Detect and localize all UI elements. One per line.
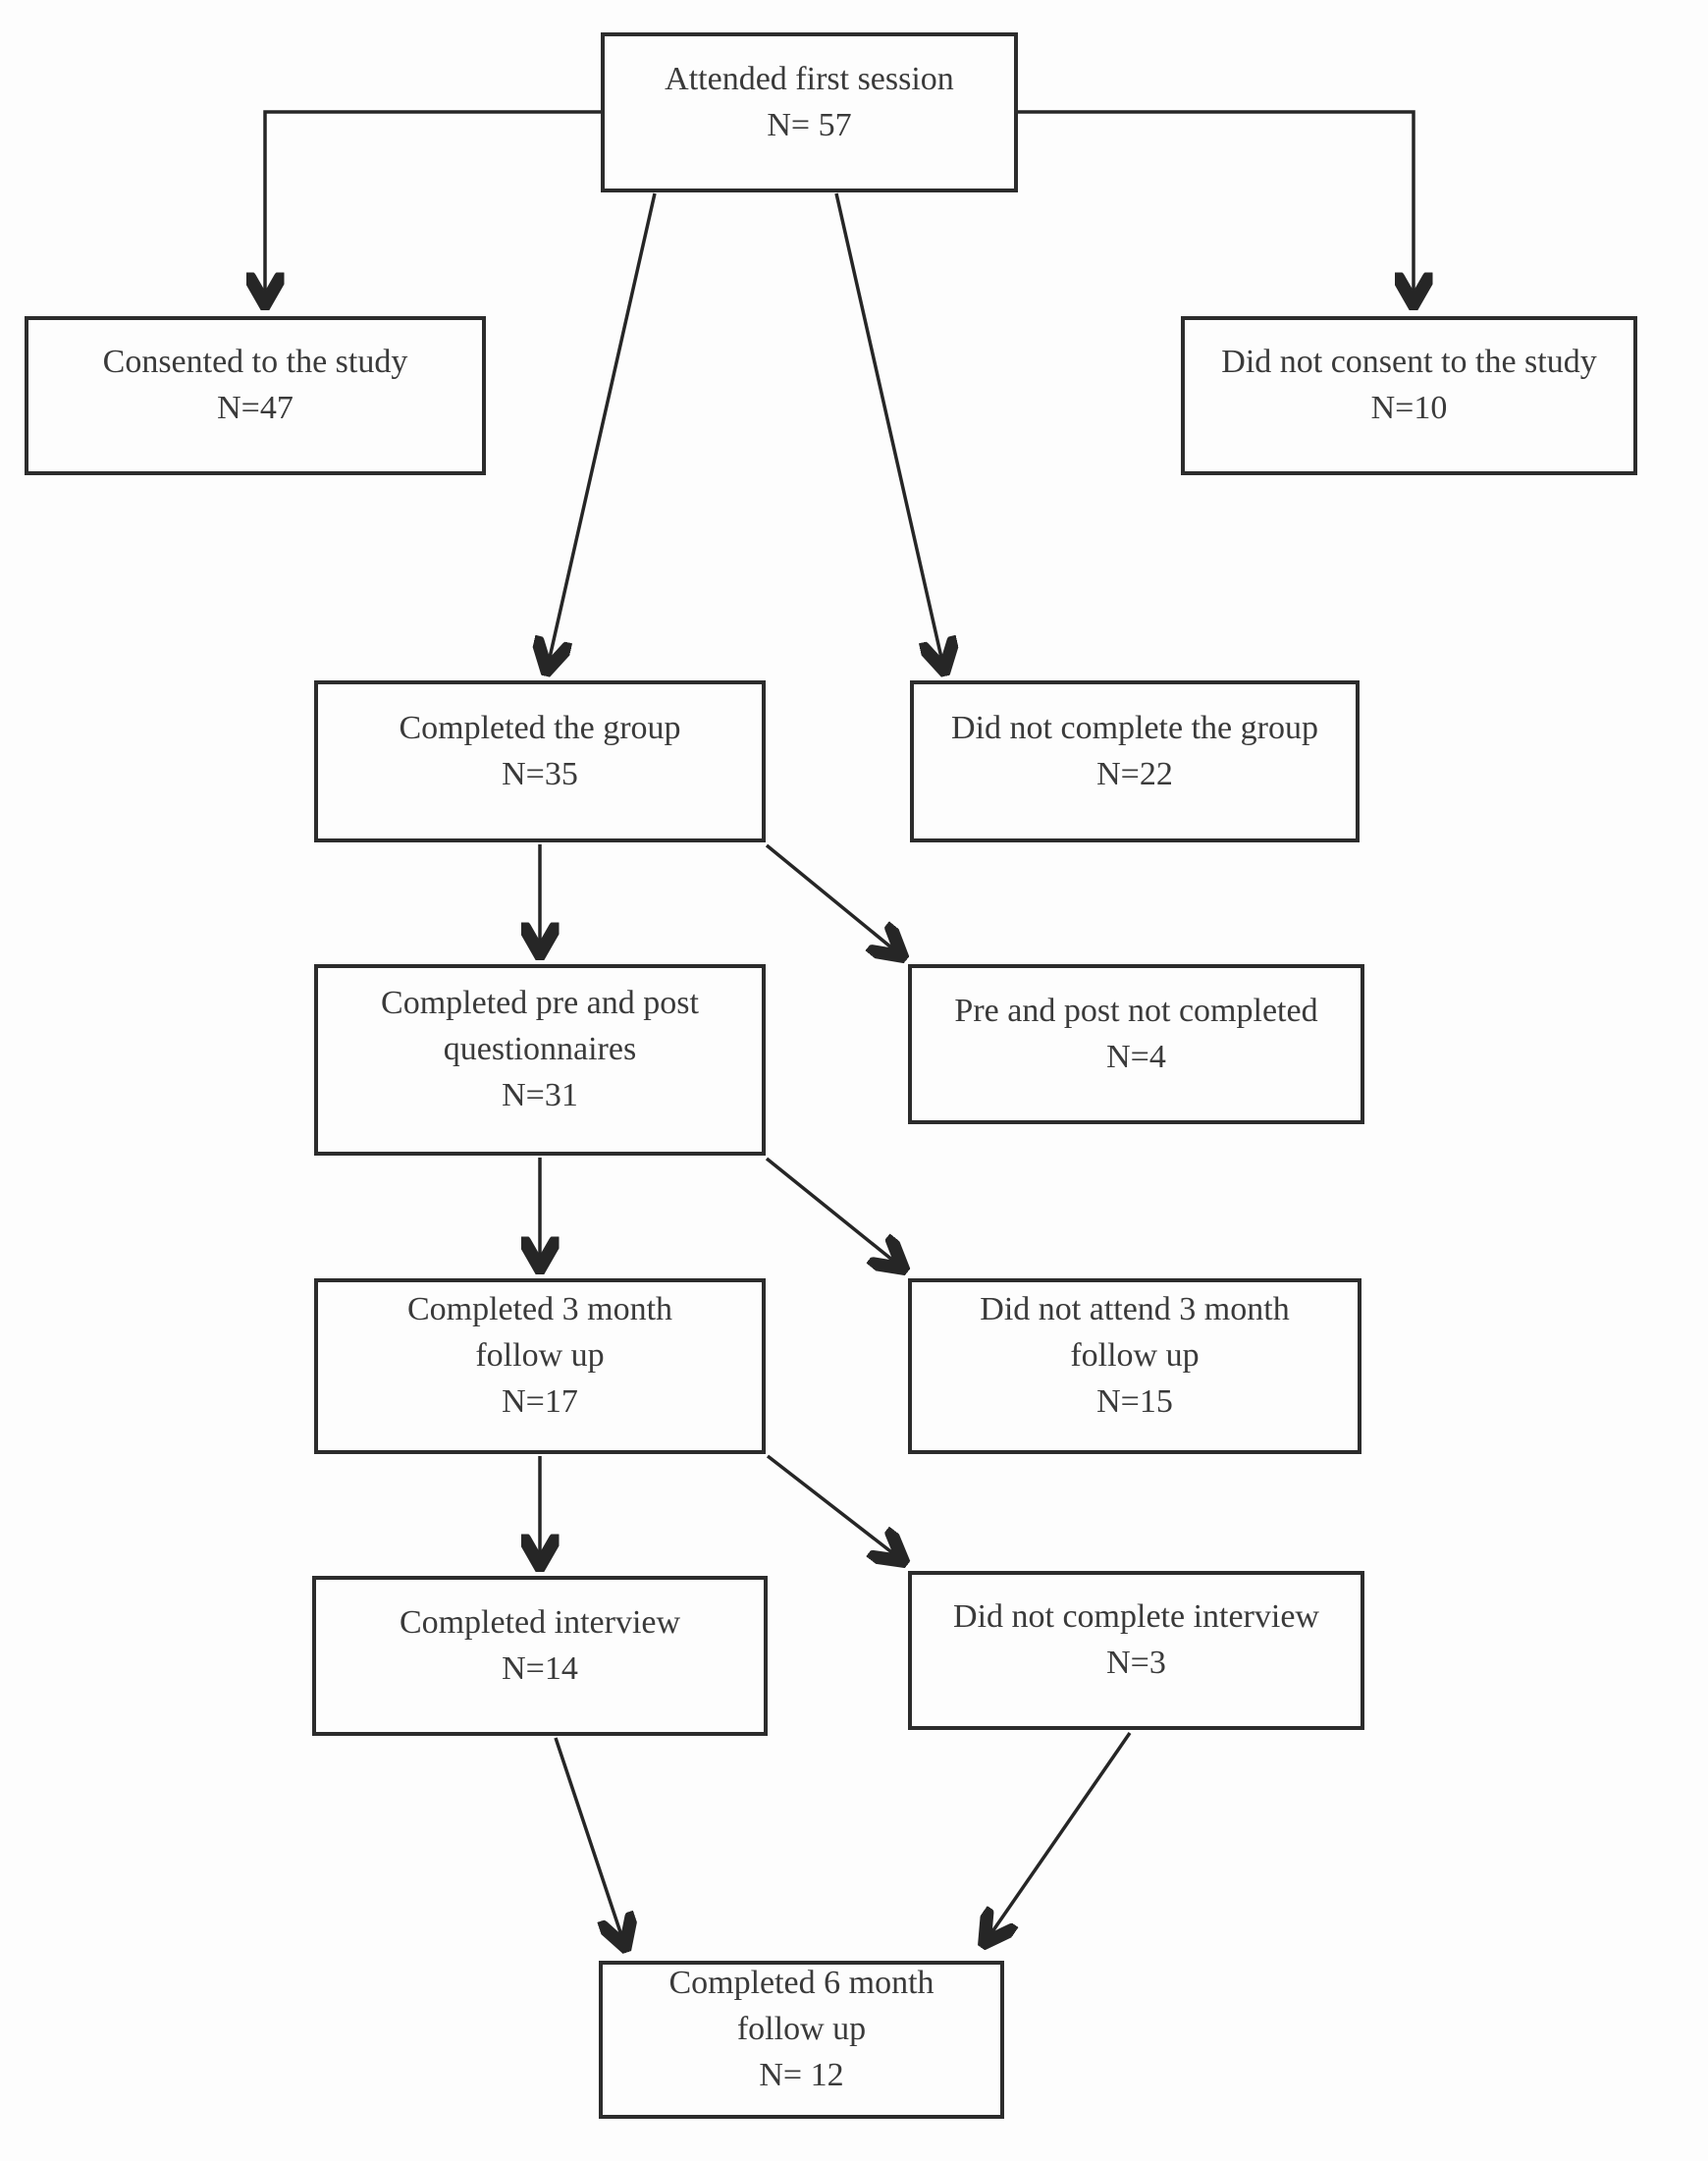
node-pre-post-not-completed: Pre and post not completed N=4 bbox=[908, 964, 1364, 1124]
node-label: Completed 3 month follow up bbox=[406, 1291, 673, 1374]
node-label: Pre and post not completed bbox=[954, 992, 1318, 1029]
node-did-not-complete-interview: Did not complete interview N=3 bbox=[908, 1571, 1364, 1730]
node-count: N=22 bbox=[1096, 755, 1173, 792]
arrow-attended-to-consented bbox=[265, 110, 601, 304]
node-completed-group: Completed the group N=35 bbox=[314, 680, 766, 842]
arrow-interview-to-fu6 bbox=[554, 1737, 625, 1947]
node-label: Completed interview bbox=[399, 1603, 681, 1641]
node-did-not-attend-3-month-follow-up: Did not attend 3 month follow up N=15 bbox=[908, 1278, 1361, 1454]
arrow-completed-group-to-pre-post-not bbox=[765, 843, 902, 956]
node-count: N=3 bbox=[1106, 1645, 1166, 1681]
node-completed-interview: Completed interview N=14 bbox=[312, 1576, 768, 1736]
node-label: Did not complete interview bbox=[953, 1598, 1319, 1635]
node-label: Did not attend 3 month follow up bbox=[980, 1291, 1290, 1374]
node-count: N=31 bbox=[502, 1077, 578, 1113]
node-count: N=47 bbox=[217, 390, 294, 426]
node-count: N= 57 bbox=[767, 106, 852, 143]
arrow-attended-to-not-consented bbox=[1017, 110, 1414, 304]
node-label: Consented to the study bbox=[102, 344, 408, 380]
node-completed-6-month-follow-up: Completed 6 month follow up N= 12 bbox=[599, 1961, 1004, 2119]
node-count: N=35 bbox=[502, 755, 578, 792]
node-completed-3-month-follow-up: Completed 3 month follow up N=17 bbox=[314, 1278, 766, 1454]
node-label: Completed pre and post questionnaires bbox=[381, 985, 699, 1067]
node-count: N=10 bbox=[1370, 390, 1448, 426]
node-completed-pre-post-questionnaires: Completed pre and post questionnaires N=… bbox=[314, 964, 766, 1156]
node-count: N= 12 bbox=[759, 2057, 844, 2093]
arrow-interview-not-to-fu6 bbox=[985, 1732, 1132, 1943]
arrow-attended-to-not-completed-group bbox=[834, 192, 944, 671]
node-did-not-consent: Did not consent to the study N=10 bbox=[1181, 316, 1637, 475]
node-label: Attended first session bbox=[665, 60, 954, 97]
node-attended-first-session: Attended first session N= 57 bbox=[601, 32, 1018, 192]
node-count: N=14 bbox=[502, 1649, 578, 1687]
node-count: N=4 bbox=[1106, 1038, 1166, 1075]
node-label: Did not complete the group bbox=[951, 709, 1318, 746]
arrow-fu3-to-interview-not bbox=[766, 1454, 903, 1561]
node-count: N=17 bbox=[502, 1383, 578, 1420]
arrow-attended-to-completed-group bbox=[547, 192, 657, 671]
node-count: N=15 bbox=[1096, 1383, 1173, 1420]
node-consented-to-study: Consented to the study N=47 bbox=[25, 316, 486, 475]
arrow-pre-post-to-fu3-not bbox=[765, 1157, 903, 1269]
node-did-not-complete-group: Did not complete the group N=22 bbox=[910, 680, 1360, 842]
node-label: Completed 6 month follow up bbox=[668, 1965, 934, 2047]
node-label: Did not consent to the study bbox=[1221, 344, 1597, 380]
node-label: Completed the group bbox=[399, 709, 681, 746]
